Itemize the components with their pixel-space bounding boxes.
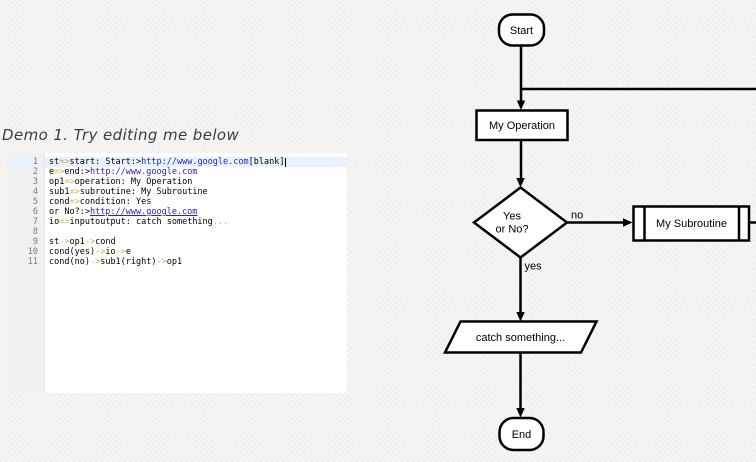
line-number: 3 — [32, 177, 38, 187]
code-token: condition: Yes — [79, 197, 152, 207]
code-token: st — [49, 157, 60, 167]
inputoutput-parallelogram — [442, 320, 599, 354]
code-token: => — [54, 167, 65, 177]
code-token: -> — [156, 257, 167, 267]
condition-label-line1: Yes — [503, 211, 521, 223]
code-token: end:> — [64, 167, 90, 177]
code-token: sub1(right) — [100, 257, 157, 267]
code-token: -> — [89, 257, 101, 267]
code-token: start: Start:> — [69, 157, 142, 167]
line-number: 1 — [8, 157, 38, 167]
code-token: io — [105, 247, 116, 257]
node-start[interactable]: Start — [497, 13, 546, 47]
text-cursor — [285, 158, 287, 167]
arrowhead-into-condition — [516, 178, 525, 188]
line-number: 8 — [32, 227, 38, 237]
code-token: -> — [84, 237, 96, 247]
code-token: => — [69, 187, 80, 197]
operation-rect — [475, 109, 569, 142]
end-label: End — [512, 429, 532, 441]
code-token: e — [125, 247, 131, 257]
code-line[interactable]: cond=>condition: Yes — [49, 197, 347, 207]
code-line[interactable]: or No?:>http://www.google.com — [49, 207, 347, 217]
code-token: cond(no) — [49, 257, 90, 267]
arrowhead-into-inputoutput — [516, 312, 525, 322]
code-line[interactable]: op1=>operation: My Operation — [49, 177, 347, 187]
code-token: cond — [49, 197, 70, 207]
code-token: op1 — [166, 257, 183, 267]
code-line[interactable]: e=>end:>http://www.google.com — [49, 167, 347, 177]
code-token: op1 — [69, 237, 85, 247]
code-line[interactable]: io=>inputoutput: catch something... — [49, 217, 347, 227]
subroutine-rect — [632, 205, 751, 242]
code-token: op1 — [49, 177, 65, 187]
end-oval[interactable] — [498, 416, 545, 452]
line-number: 11 — [27, 257, 38, 267]
code-token: subroutine: My Subroutine — [79, 187, 208, 197]
node-condition[interactable]: Yes or No? — [471, 185, 570, 260]
line-number: 6 — [32, 207, 38, 217]
code-token: -> — [59, 237, 70, 247]
start-label: Start — [510, 25, 533, 37]
code-line[interactable]: cond(no)->sub1(right)->op1 — [49, 257, 347, 267]
arrowhead-into-end — [516, 408, 525, 418]
node-subroutine: My Subroutine — [632, 205, 751, 242]
operation-label: My Operation — [489, 120, 555, 132]
code-token: ... — [212, 217, 229, 227]
node-end[interactable]: End — [498, 416, 545, 452]
line-number: 5 — [32, 197, 38, 207]
arrowhead-into-subroutine — [623, 218, 633, 227]
code-line[interactable]: st->op1->cond — [49, 237, 347, 247]
start-oval[interactable] — [497, 13, 546, 47]
code-line[interactable]: st=>start: Start:>http://www.google.com[… — [45, 157, 347, 167]
code-token: inputoutput: catch something — [69, 217, 213, 227]
line-number: 4 — [32, 187, 38, 197]
code-token: or No?:> — [49, 207, 90, 217]
code-url-token: http://www.google.com — [89, 207, 198, 217]
arrowhead-into-operation — [516, 100, 526, 110]
code-url-token: http://www.google.com — [141, 157, 249, 167]
code-token: sub1 — [49, 187, 70, 197]
code-token: => — [59, 157, 70, 167]
edge-label-no: no — [571, 210, 583, 222]
code-token: cond — [95, 237, 116, 247]
node-inputoutput: catch something... — [442, 320, 599, 354]
inputoutput-label: catch something... — [476, 332, 565, 344]
line-number: 2 — [32, 167, 38, 177]
subroutine-label: My Subroutine — [656, 218, 727, 230]
code-line[interactable]: sub1=>subroutine: My Subroutine — [49, 187, 347, 197]
editor-code-area[interactable]: st=>start: Start:>http://www.google.com[… — [45, 153, 347, 393]
condition-label-line2: or No? — [495, 224, 528, 236]
code-url-token: http://www.google.com — [89, 167, 198, 177]
code-token: => — [64, 177, 75, 187]
code-token: e — [49, 167, 55, 177]
code-token: cond(yes) — [49, 247, 96, 257]
node-operation: My Operation — [475, 109, 569, 142]
code-token: -> — [115, 247, 126, 257]
code-token: io — [49, 217, 60, 227]
code-token: => — [59, 217, 70, 227]
code-token: => — [69, 197, 80, 207]
code-token: -> — [95, 247, 106, 257]
condition-diamond[interactable] — [471, 185, 570, 260]
code-token: st — [49, 237, 60, 247]
code-line[interactable]: cond(yes)->io->e — [49, 247, 347, 257]
page-title: Demo 1. Try editing me below — [2, 126, 240, 144]
line-number: 10 — [27, 247, 38, 257]
code-token: operation: My Operation — [74, 177, 193, 187]
line-number: 7 — [32, 217, 38, 227]
edge-label-yes: yes — [525, 261, 543, 273]
line-number: 9 — [32, 237, 38, 247]
code-token: [blank] — [248, 157, 285, 167]
